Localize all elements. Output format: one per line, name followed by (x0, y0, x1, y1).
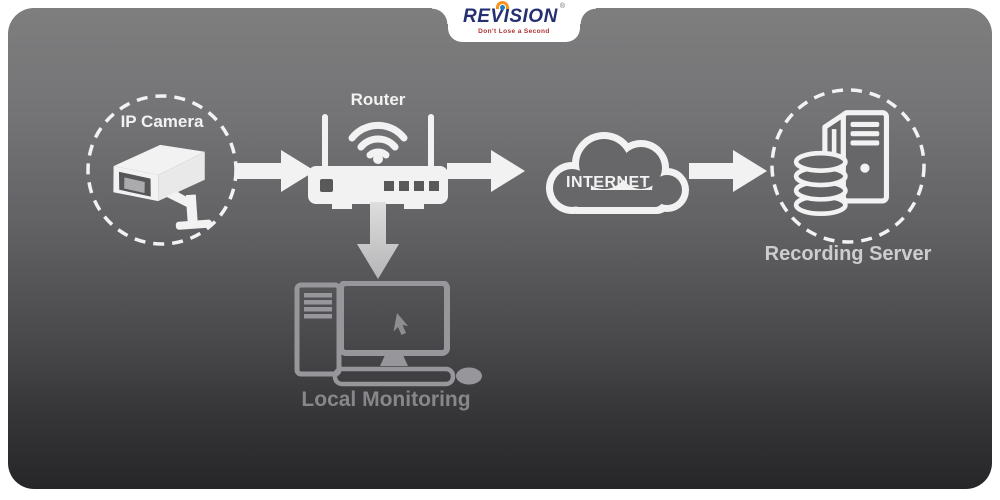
server-database-icon (790, 104, 908, 231)
database-discs-icon (793, 150, 848, 217)
recording-server-dashed-circle (770, 88, 926, 244)
logo-arc-icon (496, 1, 509, 9)
cctv-camera-icon (113, 144, 212, 230)
internet-label: INTERNET (566, 174, 650, 191)
brand-logo-text: REVISION (463, 6, 558, 27)
router-label: Router (350, 90, 406, 109)
brand-logo: REVISION ® Don't Lose a Second (448, 0, 580, 42)
mouse-icon (456, 367, 482, 385)
cloud-icon (546, 132, 689, 214)
local-monitoring-label: Local Monitoring (301, 388, 471, 411)
arrow-internet-to-server (689, 150, 767, 192)
recording-server-label: Recording Server (764, 243, 932, 265)
arrow-camera-to-router (237, 150, 315, 192)
wifi-router-icon (308, 114, 448, 209)
registered-mark: ® (559, 3, 565, 10)
wifi-signal-icon (348, 121, 408, 159)
logo-dot-icon (500, 5, 505, 10)
diagram-panel (8, 8, 992, 489)
arrow-router-to-internet (447, 150, 525, 192)
ip-camera-dashed-circle (86, 94, 238, 246)
brand-tagline: Don't Lose a Second (478, 28, 550, 35)
cursor-icon (393, 313, 408, 335)
logo-tab-right-fillet (580, 8, 596, 24)
arrow-router-to-monitoring (357, 202, 399, 279)
ip-camera-label: IP Camera (120, 112, 204, 131)
desktop-computer-icon (294, 281, 482, 387)
logo-tab-left-fillet (432, 8, 448, 24)
